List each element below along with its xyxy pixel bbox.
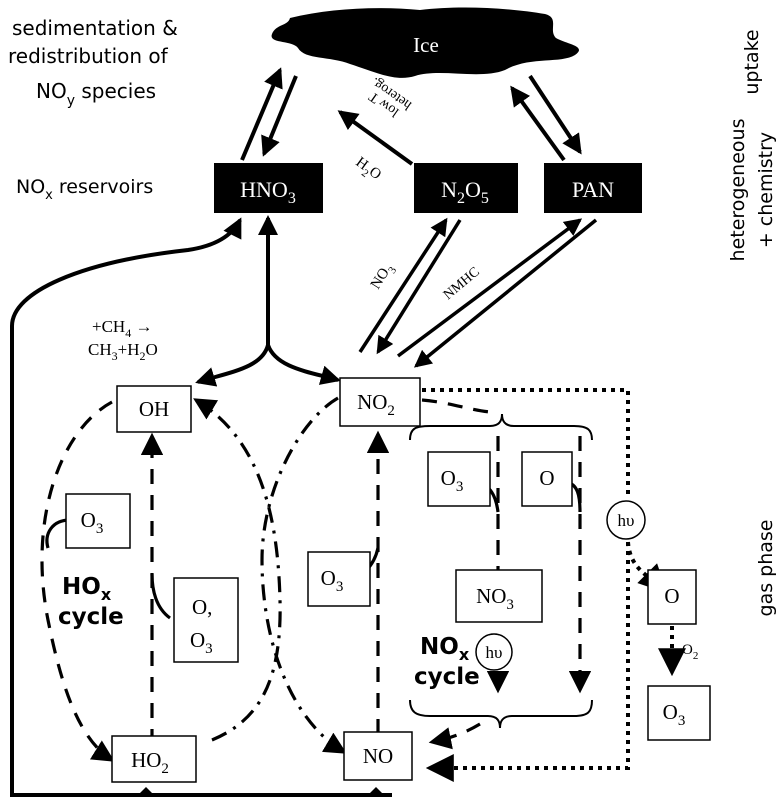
svg-text:hυ: hυ (486, 643, 503, 662)
svg-text:sedimentation &: sedimentation & (12, 16, 178, 40)
no-node: NO (343, 731, 413, 781)
hv-node-2: hυ (606, 500, 646, 540)
hno3-node: HNO3 (214, 163, 323, 213)
ho2-node: HO2 (111, 735, 197, 783)
bottom-tick-ho2 (138, 787, 154, 795)
ice-exchange-arrows (240, 67, 582, 166)
o-o3-node-center: O, O3 (173, 577, 239, 663)
dash-dot-cycle-lines (193, 396, 347, 754)
svg-text:NO2: NO2 (357, 390, 395, 419)
nox-cycle-label: NOx cycle (414, 634, 480, 690)
no2-node: NO2 (339, 377, 421, 427)
svg-text:NO: NO (363, 744, 393, 768)
o3-node-left: O3 (65, 493, 131, 549)
ice-label: Ice (413, 33, 439, 57)
gas-phase-label: gas phase (755, 520, 777, 617)
hno3-fork-arrows (195, 215, 341, 387)
o3-node-mid: O3 (307, 551, 371, 607)
o-node-top: O (521, 451, 573, 507)
o-node-right: O (647, 569, 697, 625)
o2-label: O2 (682, 642, 698, 662)
heterog-annotation: heterog. low T (366, 74, 414, 119)
o3-node-top: O3 (427, 451, 491, 507)
svg-text:N2O5: N2O5 (441, 177, 489, 207)
svg-text:cycle: cycle (414, 664, 480, 690)
hox-cycle-label: HOx cycle (58, 574, 124, 630)
svg-text:redistribution of: redistribution of (8, 44, 169, 68)
svg-text:O3: O3 (81, 508, 104, 537)
upper-brace (409, 413, 593, 441)
oh-node: OH (116, 385, 192, 433)
hv-node-1: hυ (475, 633, 513, 671)
ch3-annotation: CH3+H2O (88, 340, 158, 363)
svg-text:O3: O3 (441, 466, 464, 495)
heterogeneous-label: heterogeneous (727, 119, 749, 262)
no3-reaction-label: NO3 (368, 260, 400, 294)
o3-node-right: O3 (647, 685, 711, 741)
uptake-label: uptake (741, 29, 763, 94)
svg-text:O,: O, (192, 595, 212, 619)
svg-text:O3: O3 (663, 700, 686, 729)
svg-text:HOx: HOx (62, 574, 112, 604)
svg-text:PAN: PAN (572, 177, 614, 202)
chemistry-label: + chemistry (755, 132, 777, 248)
lower-brace (409, 699, 593, 729)
svg-text:OH: OH (139, 397, 169, 421)
no3-node: NO3 (455, 569, 543, 623)
ch4-annotation: +CH4 → (92, 317, 152, 340)
svg-text:NO3: NO3 (476, 584, 514, 613)
reservoir-exchange-arrows (358, 217, 598, 368)
nox-reservoirs-label: NOx reservoirs (16, 176, 153, 203)
svg-text:NOy species: NOy species (36, 79, 156, 109)
bottom-tick-no (368, 787, 384, 795)
svg-text:O: O (664, 584, 679, 608)
n2o5-node: N2O5 (414, 163, 518, 213)
svg-text:HO2: HO2 (131, 748, 169, 777)
h2o-annotation: H2O (350, 154, 384, 186)
outer-feedback-arrow (10, 217, 242, 797)
svg-text:O3: O3 (321, 566, 344, 595)
svg-text:hυ: hυ (618, 511, 635, 530)
sedimentation-label: sedimentation & redistribution of NOy sp… (8, 16, 178, 109)
svg-text:O3: O3 (190, 628, 213, 657)
svg-text:cycle: cycle (58, 604, 124, 630)
ice-blob (271, 7, 579, 78)
pan-node: PAN (544, 163, 642, 213)
svg-text:O: O (539, 466, 554, 490)
svg-text:NOx: NOx (420, 634, 470, 664)
svg-text:HNO3: HNO3 (240, 177, 296, 207)
